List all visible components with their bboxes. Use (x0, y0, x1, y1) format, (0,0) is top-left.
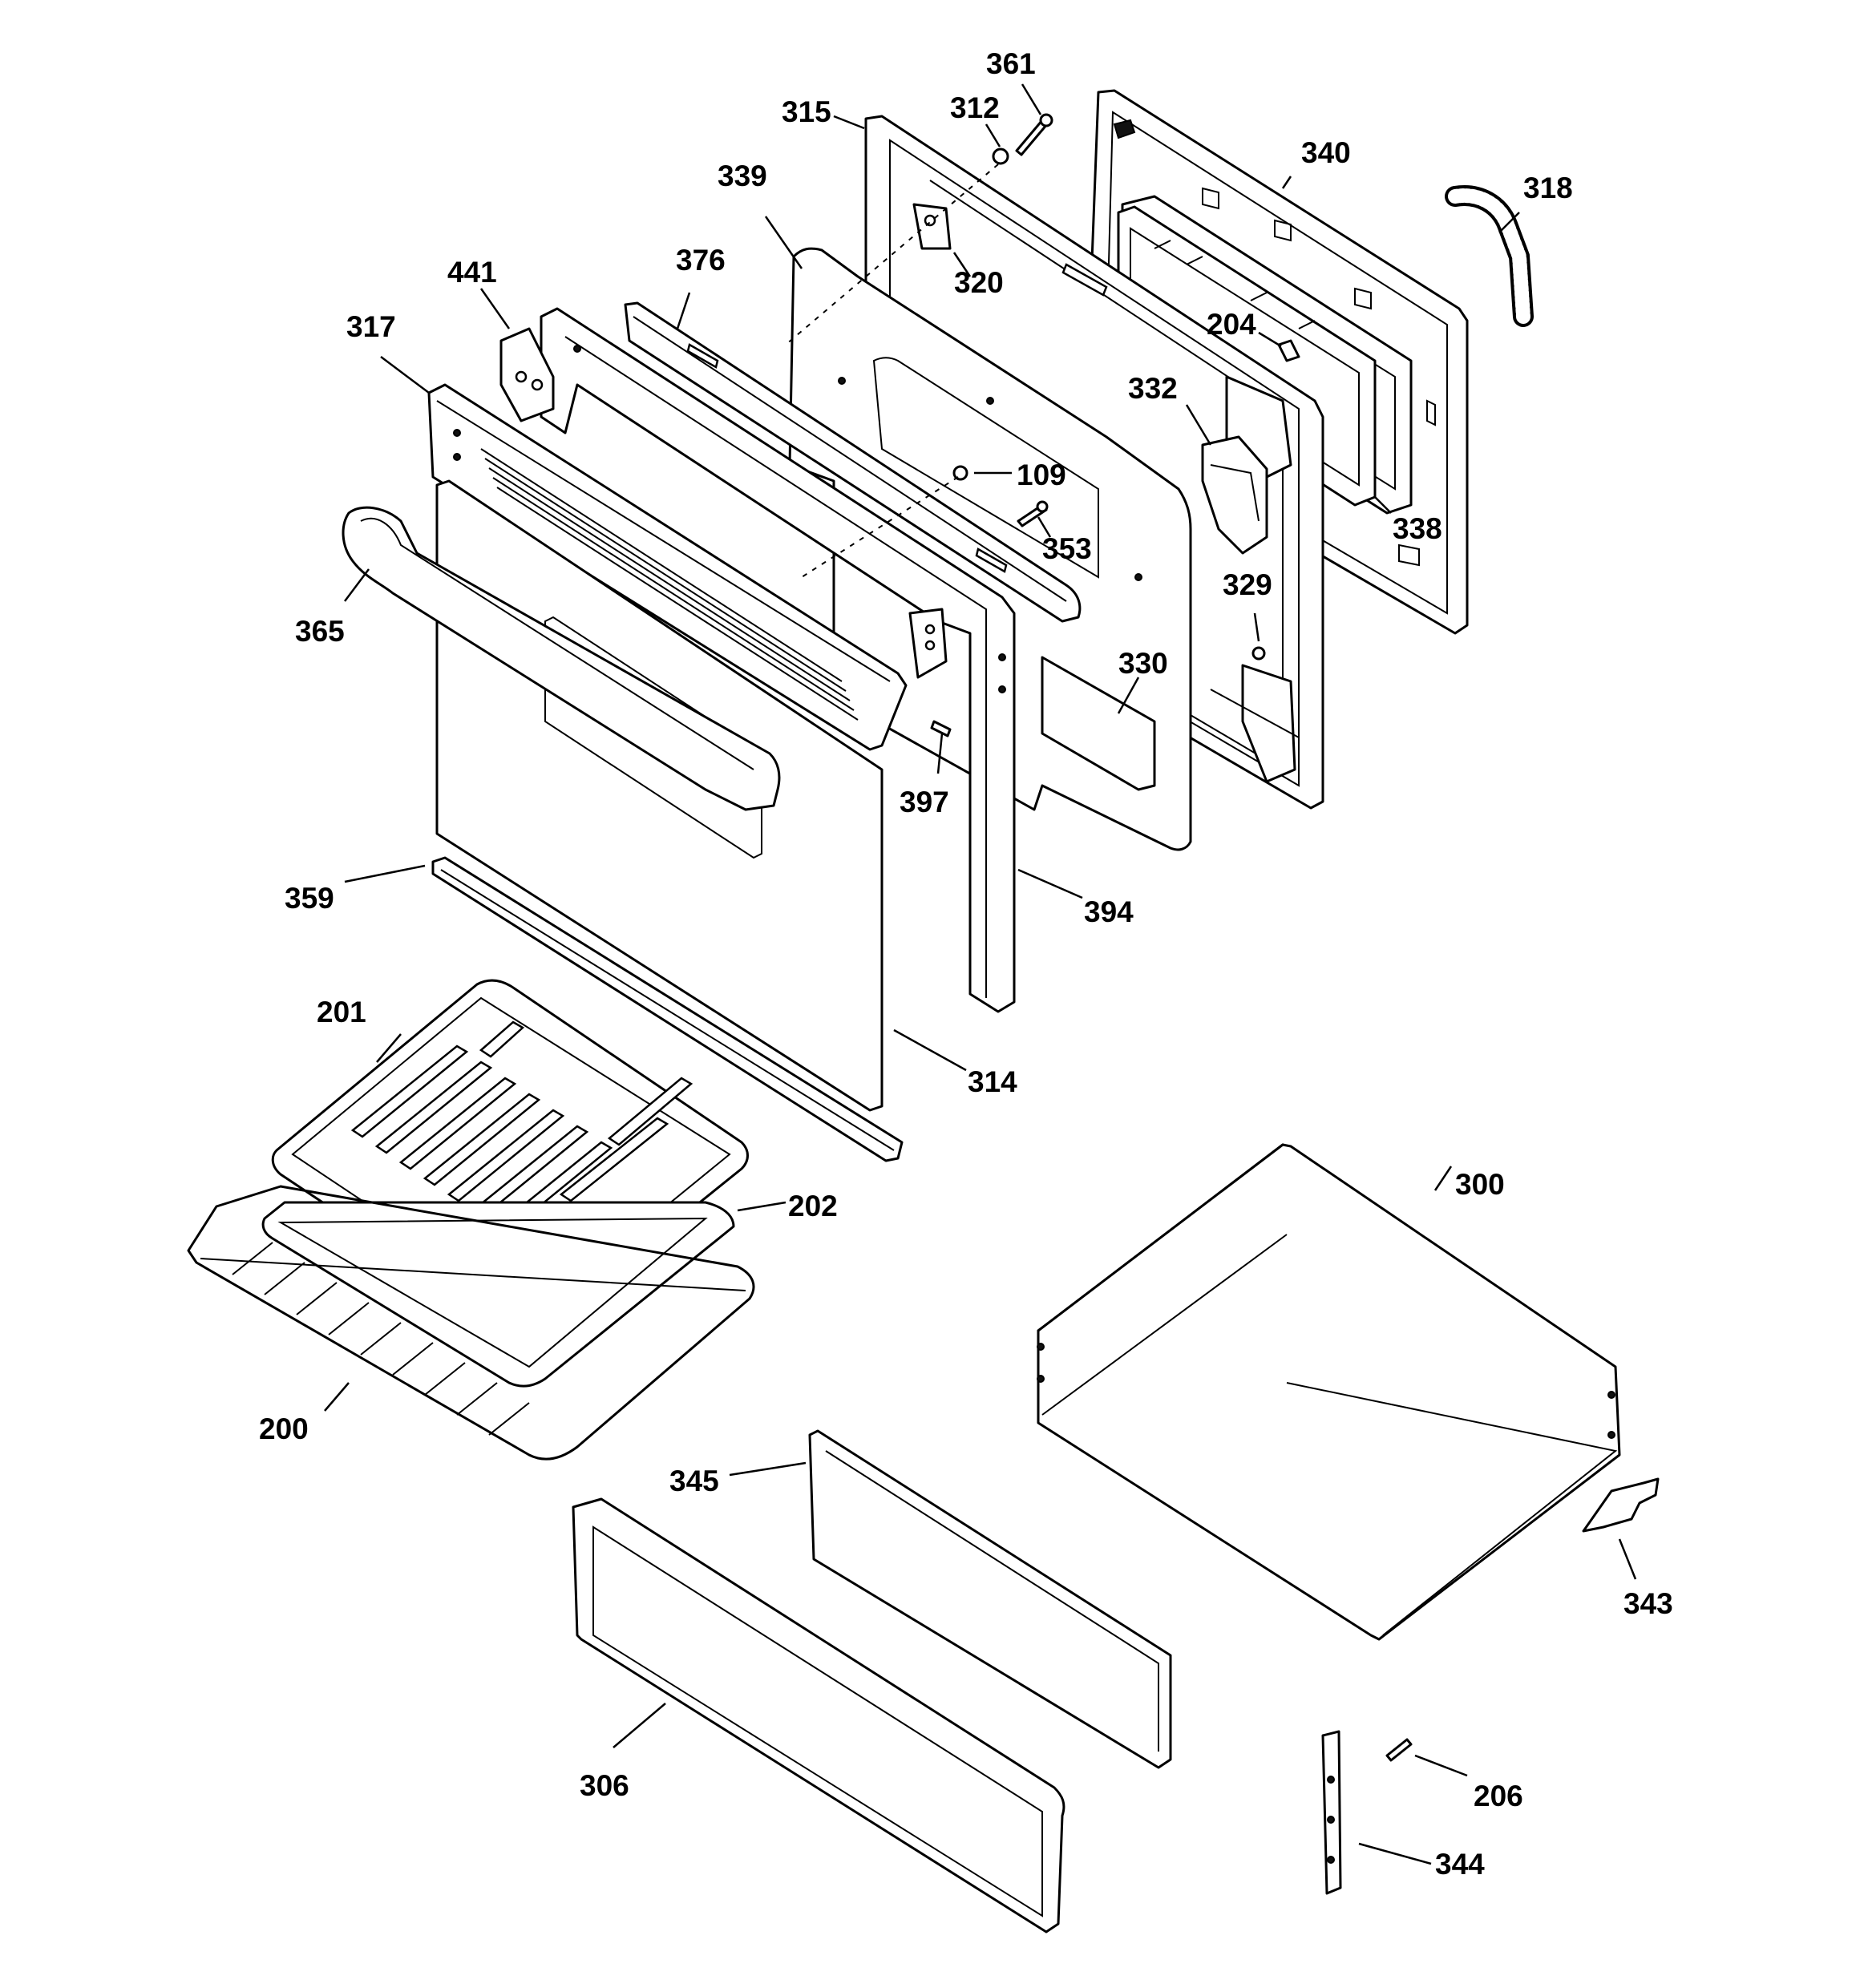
label-206: 206 (1474, 1780, 1523, 1812)
label-345: 345 (669, 1465, 719, 1497)
label-397: 397 (900, 786, 949, 818)
label-315: 315 (782, 95, 831, 128)
part-109-washer (952, 465, 968, 481)
label-329: 329 (1223, 568, 1272, 601)
part-hinge-bracket (908, 608, 948, 679)
part-labels: 361 312 315 340 318 339 320 376 441 204 … (259, 47, 1673, 1881)
part-359-door-bottom-trim (431, 856, 904, 1162)
part-317-vent-trim (427, 383, 908, 751)
label-394: 394 (1084, 895, 1134, 928)
label-330: 330 (1118, 647, 1168, 680)
label-441: 441 (447, 256, 497, 289)
label-201: 201 (317, 996, 366, 1028)
part-344-drawer-bracket (1321, 1730, 1342, 1895)
part-394-door-frame (540, 307, 1016, 1013)
part-343-drawer-glide (1582, 1477, 1660, 1533)
label-202: 202 (788, 1190, 838, 1222)
part-202-broiler-pan (261, 1201, 735, 1388)
label-344: 344 (1435, 1848, 1485, 1881)
label-314: 314 (968, 1065, 1017, 1098)
label-318: 318 (1523, 172, 1573, 204)
part-318-door-gasket (1445, 185, 1534, 327)
part-200-oven-rack (187, 1185, 755, 1461)
label-204: 204 (1207, 308, 1256, 341)
label-109: 109 (1017, 459, 1066, 491)
label-338: 338 (1393, 512, 1442, 545)
part-441-hinge-plate (499, 327, 555, 422)
label-365: 365 (295, 615, 345, 648)
label-340: 340 (1301, 136, 1351, 169)
part-320-hinge (912, 203, 972, 277)
label-332: 332 (1128, 372, 1178, 405)
part-397-screw (930, 720, 952, 737)
label-353: 353 (1042, 532, 1092, 565)
label-376: 376 (676, 244, 726, 277)
part-312-washer (992, 147, 1009, 165)
part-204-screw (1277, 339, 1300, 362)
label-317: 317 (346, 310, 396, 343)
part-376-top-vent-trim (624, 301, 1082, 623)
fasteners (930, 113, 1413, 1762)
part-365-door-handle (342, 506, 781, 811)
label-361: 361 (986, 47, 1036, 80)
label-343: 343 (1623, 1587, 1673, 1620)
leader-lines (324, 83, 1637, 1865)
part-206-screw (1385, 1738, 1413, 1762)
assembly-lines (785, 164, 999, 578)
part-300-drawer-box (1037, 1143, 1621, 1641)
label-306: 306 (580, 1769, 629, 1802)
label-300: 300 (1455, 1168, 1505, 1201)
part-329-screw (1251, 646, 1266, 661)
part-345-drawer-front-liner (808, 1429, 1172, 1769)
label-359: 359 (285, 882, 334, 915)
label-200: 200 (259, 1412, 309, 1445)
part-332-insulation-block (1201, 435, 1268, 555)
part-306-drawer-front (572, 1497, 1065, 1933)
label-312: 312 (950, 91, 1000, 124)
label-320: 320 (954, 266, 1004, 299)
label-339: 339 (718, 160, 767, 192)
